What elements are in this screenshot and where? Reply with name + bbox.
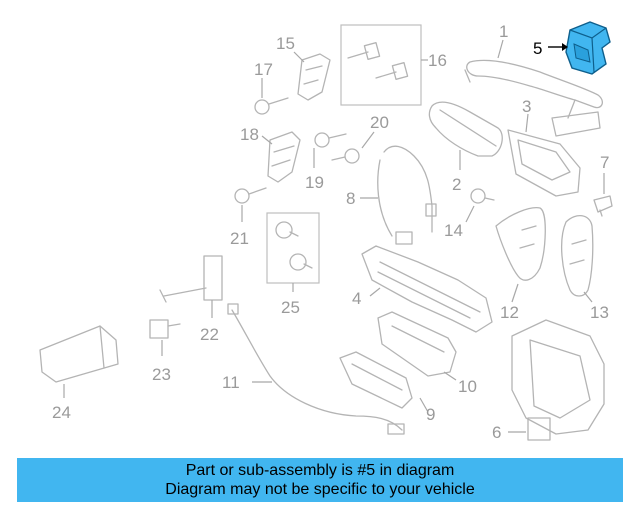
callout-14: 14 [444,221,463,240]
part-13-pad [561,215,594,297]
part-14-clip [470,188,495,204]
part-16-screws [347,42,409,80]
part-11-cable [227,303,405,435]
callout-11: 11 [222,373,240,392]
part-18-bracket [267,131,301,183]
callout-8: 8 [346,189,355,208]
part-4-carrier [361,245,493,333]
callout-10: 10 [458,377,477,396]
callout-6: 6 [492,423,501,442]
banner-line-1: Part or sub-assembly is #5 in diagram [185,462,455,479]
part-2-bezel [428,101,503,157]
callout-13: 13 [590,303,609,322]
callout-23: 23 [152,365,171,384]
parts-diagram: 1 5 2 3 7 15 16 [39,21,613,442]
callout-17: 17 [254,60,273,79]
callout-4: 4 [352,289,361,308]
info-banner: Part or sub-assembly is #5 in diagram Di… [17,458,623,502]
part-12-pad [495,207,546,281]
callout-16: 16 [428,51,447,70]
callout-12: 12 [500,303,519,322]
part-22-check [159,255,223,303]
part-19-screw [314,132,347,148]
part-6-latch [511,319,605,441]
callout-9: 9 [426,405,435,424]
part-15-bracket [297,53,331,101]
banner-line-2: Diagram may not be specific to your vehi… [165,481,475,498]
part-20-screw [331,148,360,164]
part-5-highlighted [565,21,611,75]
callout-7: 7 [600,153,609,172]
callout-2: 2 [452,175,461,194]
part-25-clips [275,221,313,271]
part-8-cable [377,145,437,245]
callout-20: 20 [370,113,389,132]
callout-5: 5 [533,39,542,58]
part-17-bolt [254,97,289,115]
part-7-clip [593,195,613,217]
callout-21: 21 [230,229,249,248]
part-10-inside-handle [377,311,457,377]
part-23-bumper [149,319,181,339]
callout-25: 25 [281,298,300,317]
callout-22: 22 [200,325,219,344]
part-3-housing [507,129,581,197]
part-21-bolt [234,187,267,204]
part-9-bezel [339,351,413,409]
part-1-outside-handle [464,59,604,137]
callout-19: 19 [305,173,324,192]
callout-18: 18 [240,125,259,144]
part-24-cover [39,325,119,383]
callout-1: 1 [499,22,508,41]
callout-15: 15 [276,34,295,53]
callout-3: 3 [522,97,531,116]
callout-24: 24 [52,403,71,422]
